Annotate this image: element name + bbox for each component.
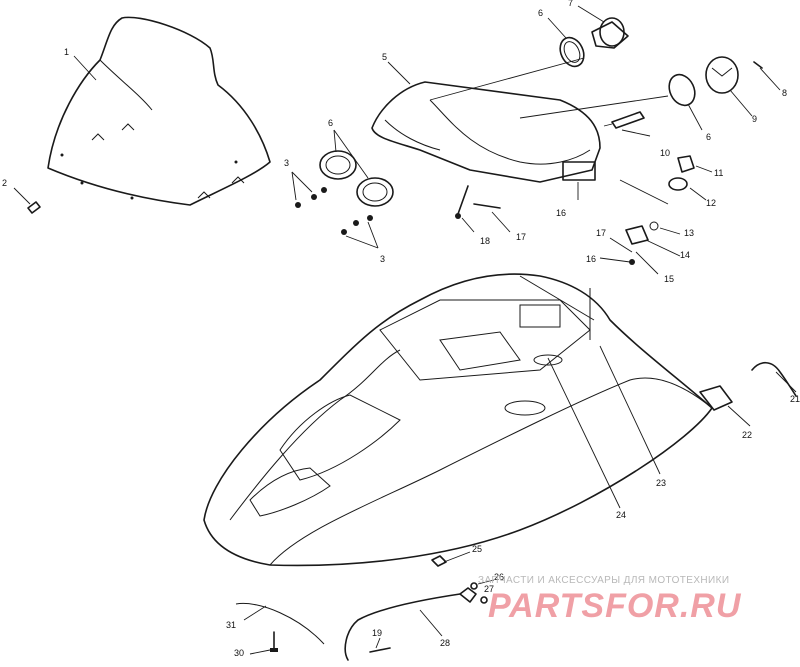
svg-text:28: 28 bbox=[440, 638, 450, 648]
callout-12: 12 bbox=[706, 198, 716, 208]
dash-console bbox=[371, 61, 601, 183]
watermark-logo: PARTSFOR.RU bbox=[488, 587, 742, 625]
strip-31 bbox=[235, 602, 325, 645]
svg-text:24: 24 bbox=[616, 510, 626, 520]
svg-text:19: 19 bbox=[372, 628, 382, 638]
callout-28: 28 bbox=[440, 638, 450, 648]
callout-16: 16 bbox=[586, 254, 596, 264]
svg-text:17: 17 bbox=[516, 232, 526, 242]
callout-13: 13 bbox=[684, 228, 694, 238]
gauge-speedo-9 bbox=[705, 56, 753, 117]
callout-10: 10 bbox=[660, 148, 670, 158]
svg-text:26: 26 bbox=[494, 572, 504, 582]
callout-7: 7 bbox=[568, 0, 573, 8]
svg-text:6: 6 bbox=[706, 132, 711, 142]
screw-20-lower bbox=[369, 637, 391, 653]
callout-8: 8 bbox=[782, 88, 787, 98]
screw-8 bbox=[753, 61, 781, 91]
svg-text:16: 16 bbox=[556, 208, 566, 218]
nuts-upper bbox=[291, 171, 327, 208]
svg-text:3: 3 bbox=[380, 254, 385, 264]
callout-19: 17 bbox=[516, 232, 526, 242]
svg-text:17: 17 bbox=[596, 228, 606, 238]
callout-5: 5 bbox=[382, 52, 387, 62]
callout-2: 2 bbox=[2, 178, 7, 188]
cable-28 bbox=[344, 587, 477, 661]
headlight-bezels bbox=[319, 129, 394, 207]
callout-23: 23 bbox=[656, 478, 666, 488]
svg-text:25: 25 bbox=[472, 544, 482, 554]
screw-20 bbox=[455, 185, 475, 233]
callout-14: 14 bbox=[680, 250, 690, 260]
nuts-lower bbox=[341, 215, 379, 249]
callout-4: 6 bbox=[328, 118, 333, 128]
callout-20-upper: 18 bbox=[480, 236, 490, 246]
svg-text:5: 5 bbox=[382, 52, 387, 62]
windshield-screw bbox=[13, 187, 41, 214]
callout-27: 27 bbox=[484, 584, 494, 594]
svg-text:27: 27 bbox=[484, 584, 494, 594]
callout-9: 9 bbox=[752, 114, 757, 124]
callout-3-upper: 3 bbox=[284, 158, 289, 168]
callout-6-upper: 6 bbox=[538, 8, 543, 18]
svg-text:7: 7 bbox=[568, 0, 573, 8]
callout-24: 24 bbox=[616, 510, 626, 520]
gauge-ring-6b bbox=[668, 73, 703, 131]
callout-17: 17 bbox=[596, 228, 606, 238]
callout-6-lower: 6 bbox=[706, 132, 711, 142]
svg-text:13: 13 bbox=[684, 228, 694, 238]
gauge-tach-7 bbox=[577, 5, 629, 49]
callout-30: 30 bbox=[234, 648, 244, 658]
svg-text:3: 3 bbox=[284, 158, 289, 168]
callout-21: 21 bbox=[790, 394, 800, 404]
svg-text:31: 31 bbox=[226, 620, 236, 630]
screw-30 bbox=[249, 631, 278, 655]
callout-20-lower: 19 bbox=[372, 628, 382, 638]
svg-text:6: 6 bbox=[538, 8, 543, 18]
callout-22: 22 bbox=[742, 430, 752, 440]
svg-text:11: 11 bbox=[714, 168, 723, 178]
watermark-subtitle: ЗАПЧАСТИ И АКСЕССУАРЫ ДЛЯ МОТОТЕХНИКИ bbox=[478, 575, 730, 586]
callout-11: 11 bbox=[714, 168, 723, 178]
callout-18: 16 bbox=[556, 208, 566, 218]
svg-text:23: 23 bbox=[656, 478, 666, 488]
svg-text:14: 14 bbox=[680, 250, 690, 260]
svg-text:21: 21 bbox=[790, 394, 800, 404]
hood bbox=[203, 273, 713, 567]
gauge-ring-6 bbox=[547, 17, 585, 68]
callout-31: 31 bbox=[226, 620, 236, 630]
latch-plate-22 bbox=[699, 385, 751, 427]
svg-text:18: 18 bbox=[480, 236, 490, 246]
svg-text:9: 9 bbox=[752, 114, 757, 124]
grommet-25 bbox=[431, 551, 471, 567]
windshield bbox=[47, 16, 271, 206]
clip-13-14 bbox=[625, 221, 681, 257]
ring-12 bbox=[619, 177, 707, 205]
callout-25: 25 bbox=[472, 544, 482, 554]
svg-text:10: 10 bbox=[660, 148, 670, 158]
svg-text:12: 12 bbox=[706, 198, 716, 208]
knob-11 bbox=[677, 155, 713, 173]
latch-21 bbox=[751, 361, 797, 397]
svg-text:8: 8 bbox=[782, 88, 787, 98]
svg-text:6: 6 bbox=[328, 118, 333, 128]
svg-text:30: 30 bbox=[234, 648, 244, 658]
clip-26-27 bbox=[470, 579, 495, 604]
callout-26: 26 bbox=[494, 572, 504, 582]
svg-text:15: 15 bbox=[664, 274, 674, 284]
switch-bracket bbox=[603, 111, 651, 137]
callout-3-lower: 3 bbox=[380, 254, 385, 264]
callout-1: 1 bbox=[64, 47, 69, 57]
svg-text:22: 22 bbox=[742, 430, 752, 440]
svg-text:2: 2 bbox=[2, 178, 7, 188]
callout-15: 15 bbox=[664, 274, 674, 284]
svg-text:16: 16 bbox=[586, 254, 596, 264]
screw-19 bbox=[473, 203, 511, 233]
svg-text:1: 1 bbox=[64, 47, 69, 57]
